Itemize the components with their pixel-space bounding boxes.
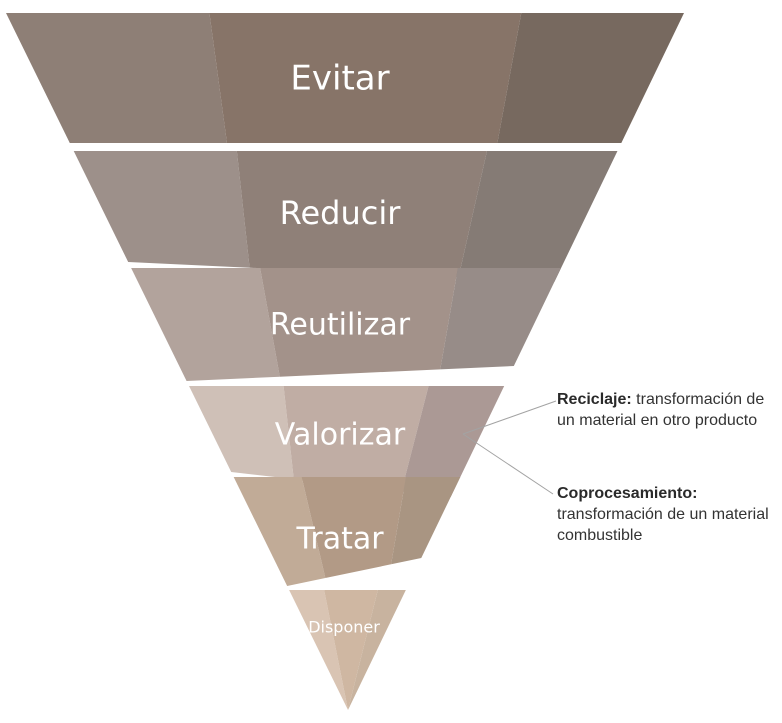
level-tratar-facet bbox=[301, 477, 406, 579]
annotation-reciclaje: Reciclaje: transformación de un material… bbox=[557, 389, 779, 431]
level-valorizar: Valorizar bbox=[189, 386, 505, 497]
level-reutilizar-facet bbox=[131, 268, 280, 381]
level-disponer: Disponer bbox=[289, 590, 406, 710]
level-reducir-facet bbox=[458, 151, 618, 282]
level-label-reducir: Reducir bbox=[280, 194, 402, 232]
annotation-coprocesamiento-text: transformación de un material combustibl… bbox=[557, 506, 769, 544]
level-disponer-facet bbox=[289, 590, 348, 710]
level-label-tratar: Tratar bbox=[295, 522, 384, 557]
level-evitar-facet bbox=[209, 13, 522, 143]
pyramid-levels: EvitarReducirReutilizarValorizarTratarDi… bbox=[6, 13, 684, 710]
level-label-disponer: Disponer bbox=[308, 618, 380, 637]
annotation-connectors bbox=[462, 400, 557, 495]
level-reutilizar: Reutilizar bbox=[131, 268, 562, 381]
level-valorizar-facet bbox=[189, 386, 294, 480]
annotation-coprocesamiento-term: Coprocesamiento: bbox=[557, 485, 698, 502]
annotation-reciclaje-text: transformación de un material en otro pr… bbox=[557, 391, 765, 429]
level-disponer-facet bbox=[324, 590, 378, 710]
level-disponer-facet bbox=[348, 590, 406, 710]
level-tratar-facet bbox=[391, 477, 461, 565]
level-label-reutilizar: Reutilizar bbox=[270, 308, 411, 343]
level-reducir-facet bbox=[236, 151, 487, 278]
level-reutilizar-facet bbox=[260, 268, 458, 377]
level-valorizar-facet bbox=[283, 386, 429, 492]
annotation-reciclaje-term: Reciclaje: bbox=[557, 391, 632, 408]
level-reducir-facet bbox=[73, 151, 250, 268]
level-evitar: Evitar bbox=[6, 13, 684, 143]
level-evitar-facet bbox=[6, 13, 227, 143]
level-reutilizar-facet bbox=[440, 268, 562, 370]
level-label-valorizar: Valorizar bbox=[275, 418, 406, 453]
annotation-coprocesamiento: Coprocesamiento: transformación de un ma… bbox=[557, 483, 779, 546]
level-evitar-facet bbox=[497, 13, 684, 143]
level-reducir: Reducir bbox=[73, 151, 618, 282]
connector-line-reciclaje bbox=[462, 400, 557, 435]
level-valorizar-facet bbox=[401, 386, 505, 497]
level-tratar-facet bbox=[233, 477, 326, 586]
level-label-evitar: Evitar bbox=[290, 59, 389, 99]
connector-line-coprocesamiento bbox=[462, 433, 554, 495]
level-tratar: Tratar bbox=[233, 477, 461, 586]
